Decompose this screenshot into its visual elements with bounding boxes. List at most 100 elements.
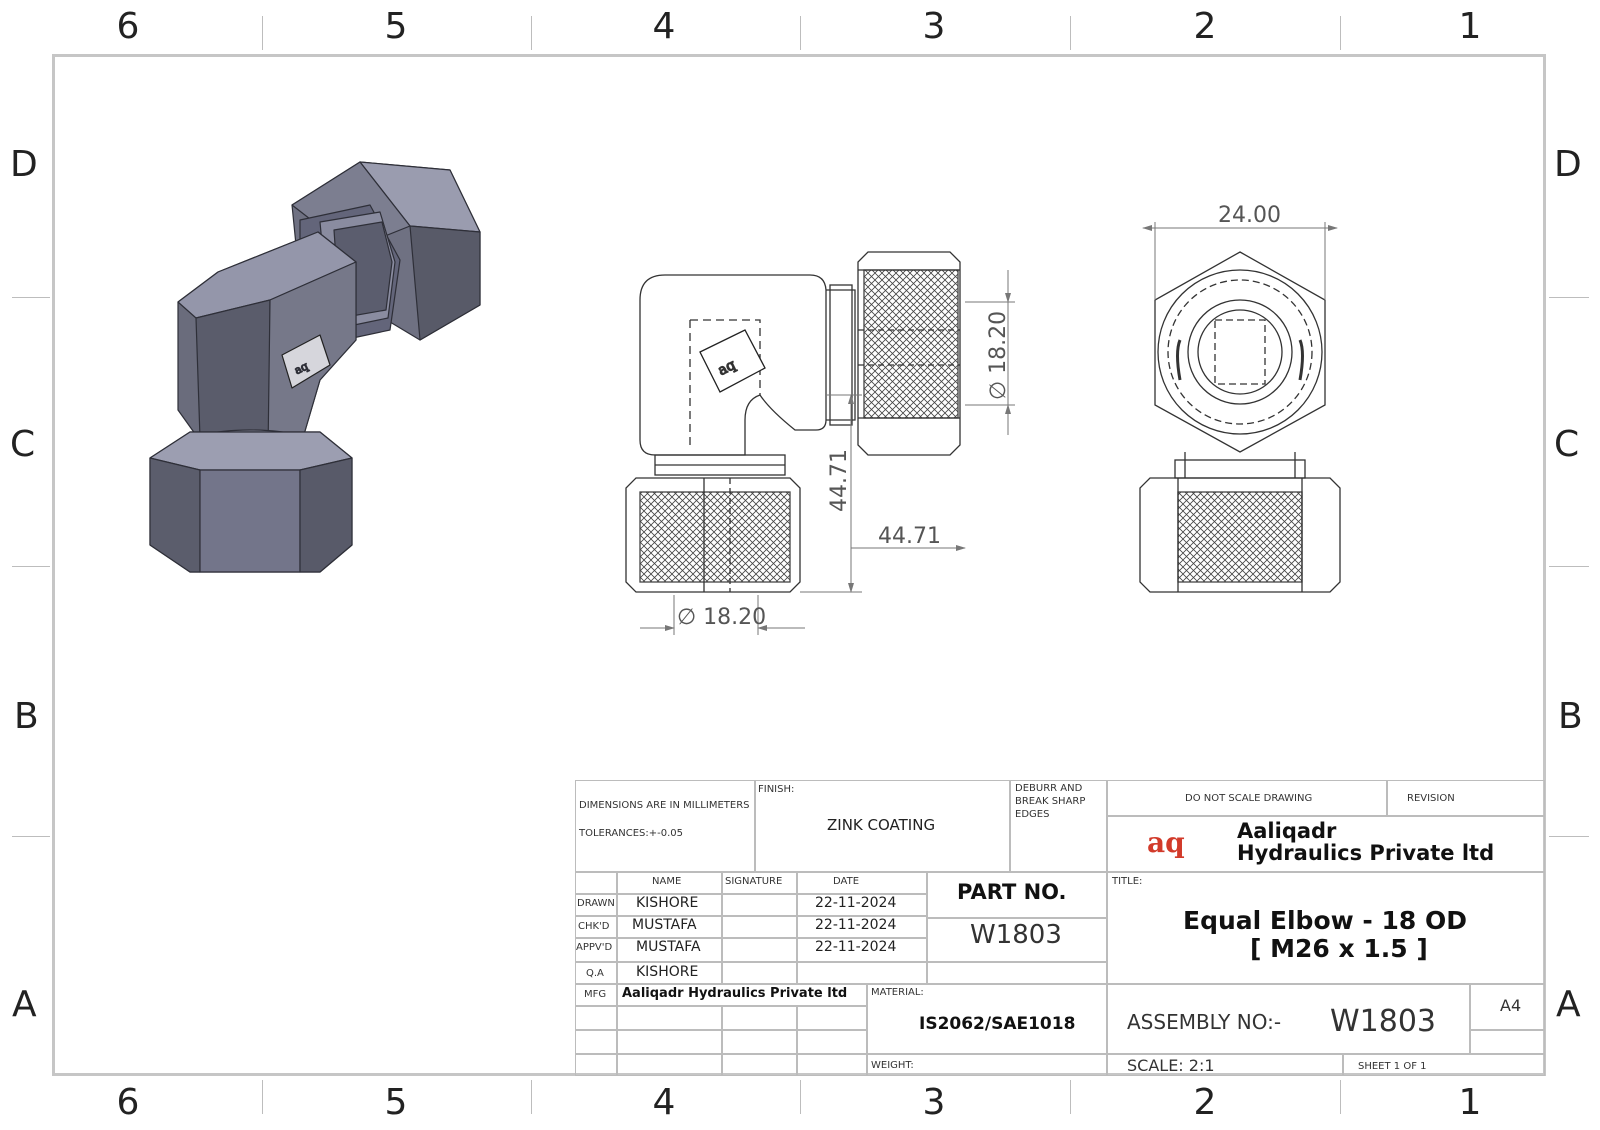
zone-col-1-top: 1	[1458, 6, 1482, 47]
zone-col-6-bottom: 6	[116, 1082, 140, 1123]
row-name-qa: KISHORE	[636, 964, 699, 980]
tb-cell	[617, 1006, 722, 1030]
tb-cell	[797, 916, 927, 938]
mfg-value: Aaliqadr Hydraulics Private ltd	[622, 986, 848, 1001]
tb-cell	[797, 872, 927, 894]
tb-cell	[722, 1030, 797, 1054]
zone-tick	[1549, 566, 1589, 567]
weight-label: WEIGHT:	[871, 1060, 914, 1071]
tb-cell-dims	[575, 780, 755, 872]
tb-cell	[927, 962, 1107, 984]
row-name-approved: MUSTAFA	[636, 939, 701, 955]
zone-tick	[800, 16, 801, 50]
zone-row-c-right: C	[1554, 424, 1580, 465]
zone-tick	[12, 566, 50, 567]
tb-cell-donotscale	[1107, 780, 1387, 816]
deburr-line2: BREAK SHARP	[1015, 796, 1086, 807]
zone-tick	[1340, 1080, 1341, 1114]
zone-row-d-right: D	[1554, 144, 1582, 185]
tb-cell-mfg	[617, 984, 867, 1006]
row-role-approved: APPV'D	[576, 942, 613, 953]
sheet-size: A4	[1500, 996, 1522, 1015]
tb-cell	[797, 1054, 867, 1076]
tb-cell	[797, 894, 927, 916]
zone-row-a-right: A	[1556, 984, 1581, 1025]
tb-cell	[722, 894, 797, 916]
zone-tick	[1070, 1080, 1071, 1114]
zone-col-2-top: 2	[1193, 6, 1217, 47]
deburr-line3: EDGES	[1015, 809, 1050, 820]
tb-cell-revision	[1387, 780, 1545, 816]
drawing-title-line2: [ M26 x 1.5 ]	[1250, 934, 1428, 963]
tb-cell-material	[867, 984, 1107, 1054]
zone-row-a-left: A	[12, 984, 37, 1025]
tb-cell	[722, 938, 797, 962]
row-date-checked: 22-11-2024	[815, 917, 897, 933]
tb-cell	[575, 894, 617, 916]
tb-cell	[797, 962, 927, 984]
tb-cell	[575, 916, 617, 938]
tb-cell-finish	[755, 780, 1010, 872]
zone-col-5-top: 5	[384, 6, 408, 47]
tb-cell	[797, 938, 927, 962]
tb-cell-sheet	[1343, 1054, 1545, 1076]
zone-tick	[12, 836, 50, 837]
col-signature: SIGNATURE	[725, 876, 783, 887]
tb-cell-weight	[867, 1054, 1107, 1076]
zone-tick	[531, 1080, 532, 1114]
material-value: IS2062/SAE1018	[919, 1014, 1076, 1034]
tb-cell	[617, 894, 722, 916]
iso-logo-mark: aq	[292, 359, 310, 377]
tb-cell-scale	[1107, 1054, 1343, 1076]
tb-cell-size	[1470, 984, 1545, 1030]
zone-row-b-right: B	[1558, 696, 1583, 737]
row-role-checked: CHK'D	[578, 921, 610, 932]
zone-col-1-bottom: 1	[1458, 1082, 1482, 1123]
tb-cell	[617, 1030, 722, 1054]
company-name-line1: Aaliqadr	[1237, 819, 1337, 843]
sheet-number: SHEET 1 OF 1	[1358, 1061, 1427, 1072]
tb-cell	[722, 1054, 797, 1076]
dims-note: DIMENSIONS ARE IN MILLIMETERS	[579, 800, 750, 811]
tb-cell	[722, 1006, 797, 1030]
tb-cell-title	[1107, 872, 1545, 984]
tb-cell	[575, 938, 617, 962]
dim-vertical: 44.71	[827, 449, 852, 512]
zone-tick	[1549, 297, 1589, 298]
material-label: MATERIAL:	[871, 987, 924, 998]
tb-cell-partno-label	[927, 872, 1107, 918]
drawing-frame	[52, 54, 1546, 1076]
row-name-checked: MUSTAFA	[632, 917, 697, 933]
zone-col-3-top: 3	[922, 6, 946, 47]
tb-cell	[575, 984, 617, 1006]
dim-top-width: 24.00	[1218, 203, 1281, 228]
dim-right-diameter: ∅ 18.20	[986, 311, 1011, 400]
dim-bottom-diameter: ∅ 18.20	[677, 605, 766, 630]
col-date: DATE	[833, 876, 860, 887]
zone-tick	[262, 1080, 263, 1114]
zone-tick	[531, 16, 532, 50]
zone-row-c-left: C	[10, 424, 36, 465]
tb-cell	[1470, 1030, 1545, 1054]
zone-row-b-left: B	[14, 696, 39, 737]
part-no-label: PART NO.	[957, 880, 1067, 904]
zone-tick	[262, 16, 263, 50]
title-block: DIMENSIONS ARE IN MILLIMETERS TOLERANCES…	[575, 780, 1545, 1076]
zone-tick	[1549, 836, 1589, 837]
zone-col-3-bottom: 3	[922, 1082, 946, 1123]
tb-cell-assembly	[1107, 984, 1470, 1054]
do-not-scale: DO NOT SCALE DRAWING	[1185, 793, 1313, 804]
dim-horizontal: 44.71	[878, 524, 941, 549]
tb-cell-partno-value	[927, 918, 1107, 962]
part-no-value: W1803	[970, 920, 1062, 950]
front-view: aq	[625, 251, 961, 593]
row-name-drawn: KISHORE	[636, 895, 699, 911]
tb-cell-deburr	[1010, 780, 1107, 872]
assembly-value: W1803	[1330, 1004, 1437, 1039]
tb-cell	[617, 916, 722, 938]
tb-cell	[575, 1054, 617, 1076]
deburr-line1: DEBURR AND	[1015, 783, 1083, 794]
tb-cell	[617, 872, 722, 894]
assembly-label: ASSEMBLY NO:-	[1127, 1010, 1282, 1034]
tb-cell	[722, 916, 797, 938]
